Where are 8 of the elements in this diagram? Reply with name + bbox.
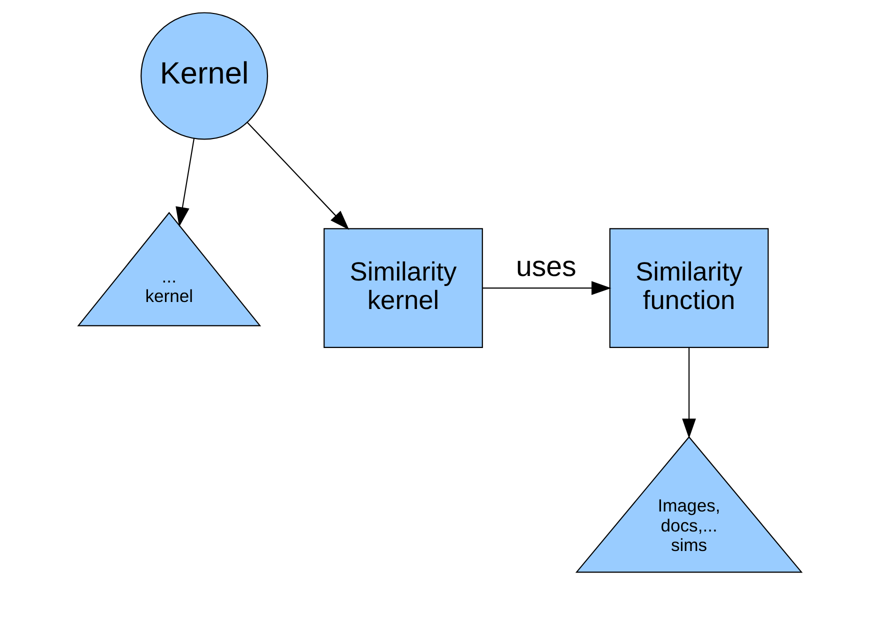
- node-box: Similarity kernel: [324, 228, 483, 348]
- node-box: Similarity function: [609, 228, 769, 348]
- arrow: [247, 122, 350, 230]
- arrow: [682, 348, 696, 438]
- arrow: [482, 281, 612, 295]
- arrow: [176, 138, 195, 227]
- node-circle: Kernel: [140, 12, 268, 140]
- edge-label: uses: [516, 250, 576, 283]
